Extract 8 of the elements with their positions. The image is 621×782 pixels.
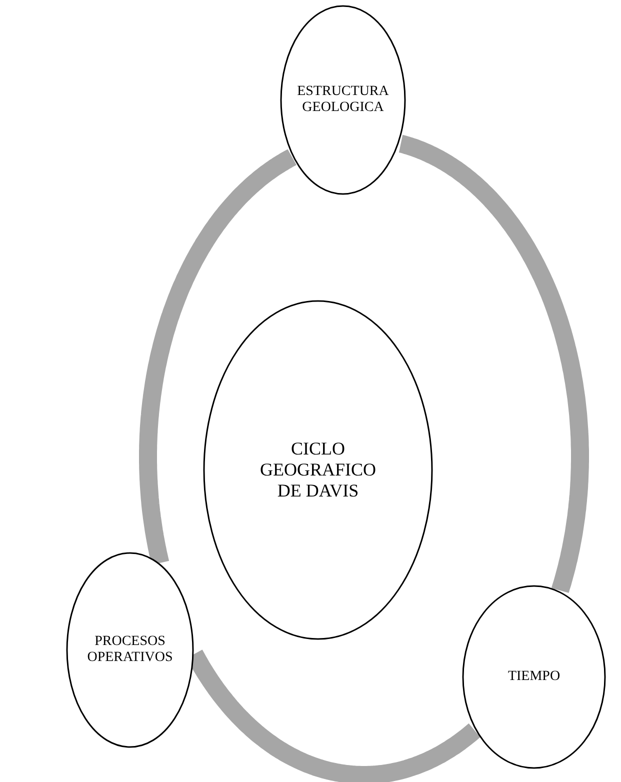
node-label: TIEMPO <box>506 669 562 685</box>
ellipse-node <box>66 552 194 748</box>
ellipse-node <box>203 300 433 640</box>
node-label: CICLO GEOGRAFICO DE DAVIS <box>258 438 377 502</box>
node-label: ESTRUCTURA GEOLOGICA <box>296 84 390 116</box>
ellipse-node <box>280 5 406 195</box>
ellipse-node <box>462 585 606 769</box>
node-label: PROCESOS OPERATIVOS <box>86 634 174 666</box>
